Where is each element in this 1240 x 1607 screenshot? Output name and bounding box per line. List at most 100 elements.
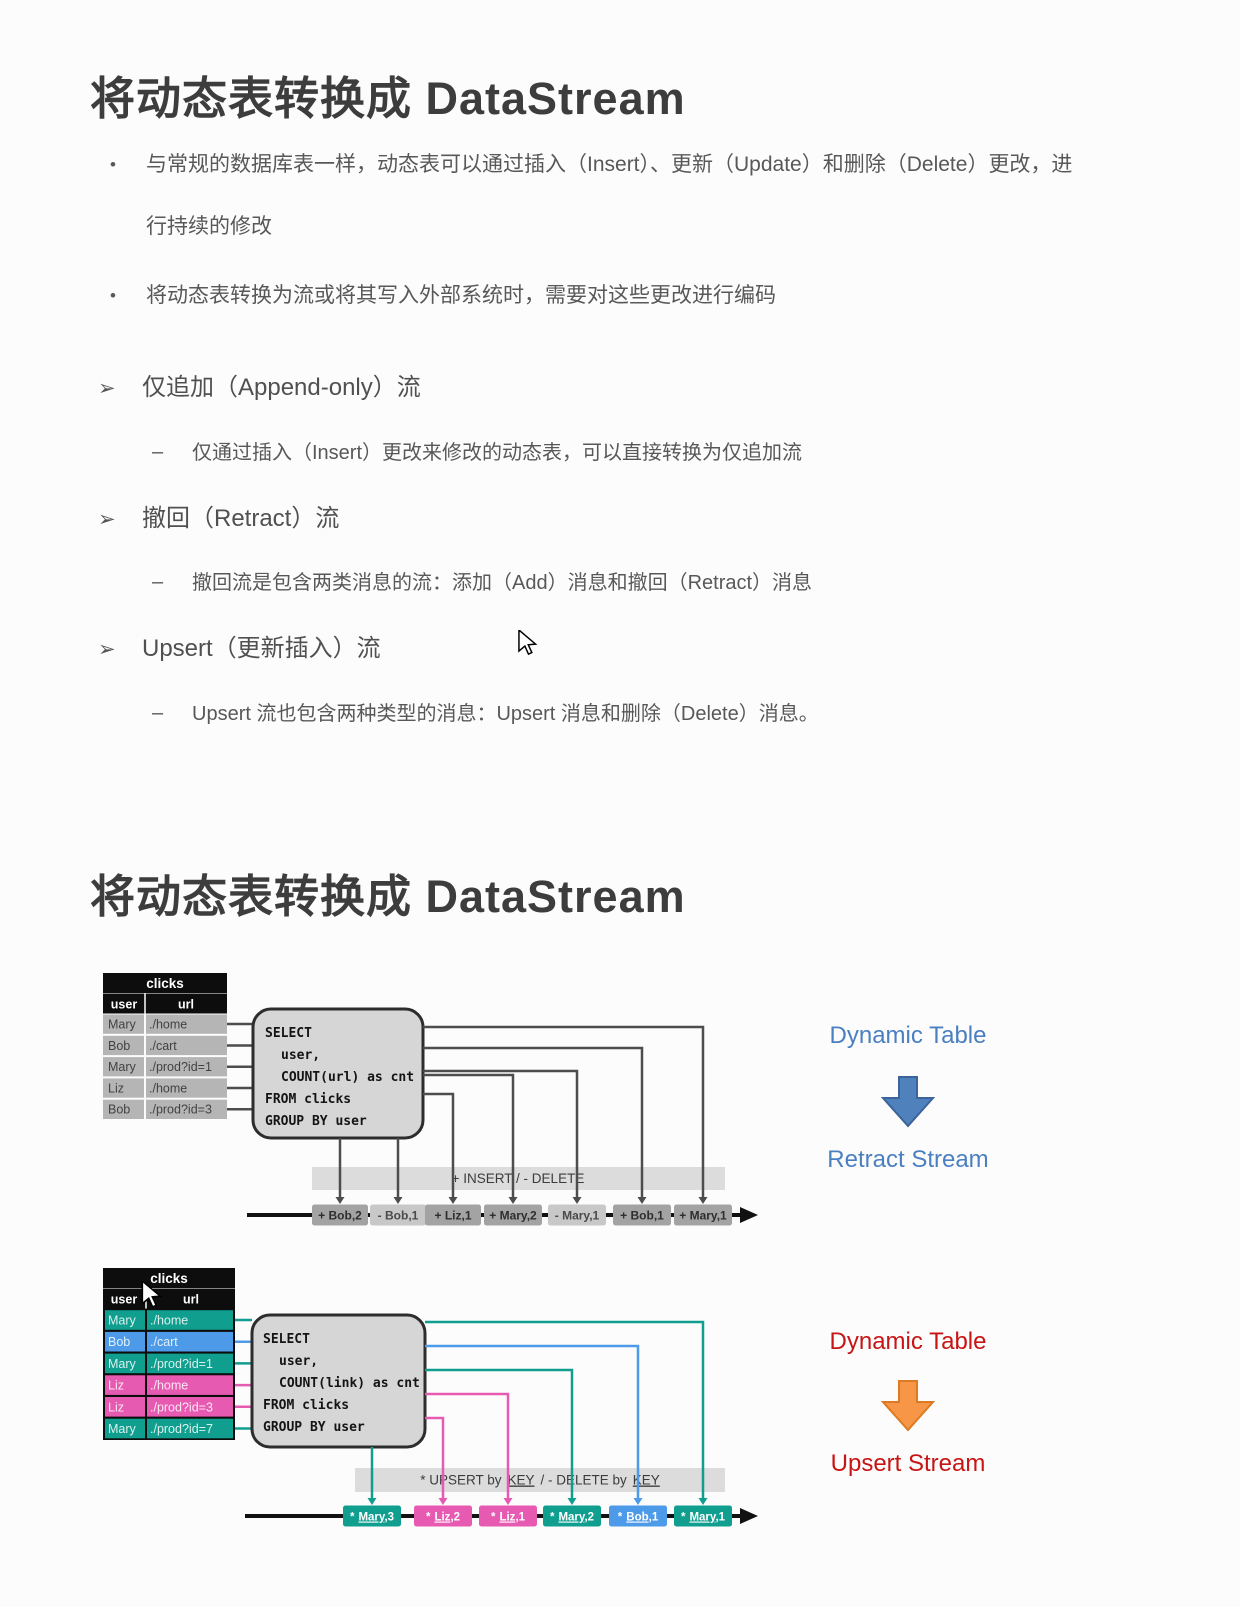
svg-text:*Mary,3: *Mary,3 [350, 1512, 394, 1524]
section-sub-text: Upsert 流也包含两种类型的消息：Upsert 消息和删除（Delete）消… [192, 703, 819, 725]
page-title-2: 将动态表转换成 DataStream [90, 871, 686, 923]
svg-text:Mary: Mary [108, 1018, 137, 1032]
svg-text:+ Liz,1: + Liz,1 [434, 1209, 471, 1223]
drop-arrowheads [335, 1197, 708, 1204]
insert-delete-band [312, 1167, 725, 1190]
svg-text:./home: ./home [149, 1018, 187, 1032]
section-sub-text: 仅通过插入（Insert）更改来修改的动态表，可以直接转换为仅追加流 [192, 442, 803, 464]
band-label: + INSERT / - DELETE [452, 1171, 585, 1186]
svg-text:+ Bob,1: + Bob,1 [620, 1209, 664, 1223]
arrow-bullet-icon: ➢ [98, 508, 116, 531]
svg-text:./cart: ./cart [149, 1039, 177, 1053]
svg-text:Mary: Mary [108, 1314, 137, 1328]
svg-text:GROUP BY user: GROUP BY user [265, 1114, 367, 1129]
svg-text:+ Mary,2: + Mary,2 [489, 1209, 537, 1223]
col-header-user: user [111, 998, 138, 1012]
svg-text:./home: ./home [149, 1081, 187, 1095]
retract-stream-diagram: + INSERT / - DELETE clicks user url Mary… [103, 973, 758, 1226]
down-arrow-blue-icon [881, 1076, 935, 1128]
dash-bullet: – [152, 702, 164, 724]
section-sub: – 仅通过插入（Insert）更改来修改的动态表，可以直接转换为仅追加流 [152, 440, 802, 466]
section-heading-text: Upsert（更新插入）流 [142, 635, 381, 662]
col-header-user: user [111, 1293, 138, 1307]
svg-text:*Bob,1: *Bob,1 [618, 1512, 659, 1524]
mouse-cursor-icon [141, 1281, 163, 1309]
clicks-table-1: clicks user url Mary ./home Bob ./cart M… [103, 973, 227, 1119]
arrow-bullet-icon: ➢ [98, 377, 116, 400]
svg-text:Mary: Mary [108, 1060, 137, 1074]
bullet-dot: • [110, 155, 116, 174]
retract-stream-label: Retract Stream [827, 1146, 989, 1173]
svg-text:GROUP BY user: GROUP BY user [263, 1420, 365, 1435]
svg-text:./home: ./home [150, 1379, 188, 1393]
svg-text:SELECT: SELECT [265, 1026, 312, 1041]
svg-text:Bob: Bob [108, 1039, 130, 1053]
svg-text:*Mary,2: *Mary,2 [550, 1512, 594, 1524]
section-heading: ➢ 撤回（Retract）流 [98, 504, 339, 534]
table-rows: Mary ./home Bob ./cart Mary ./prod?id=1 … [103, 1014, 227, 1119]
section-sub: – 撤回流是包含两类消息的流：添加（Add）消息和撤回（Retract）消息 [152, 570, 812, 596]
drop-arrowheads [367, 1498, 708, 1505]
svg-text:FROM clicks: FROM clicks [263, 1398, 349, 1413]
emission-lines [335, 1025, 708, 1204]
dash-bullet: – [152, 571, 164, 593]
svg-text:Mary: Mary [108, 1357, 137, 1371]
svg-text:- Mary,1: - Mary,1 [555, 1209, 600, 1223]
sql-query-box: SELECT user, COUNT(url) as cnt FROM clic… [251, 1007, 425, 1140]
svg-text:Liz: Liz [108, 1081, 124, 1095]
retract-stream-timeline: + Bob,2 - Bob,1 + Liz,1 + Mary,2 - Mary,… [247, 1204, 758, 1226]
svg-text:COUNT(url) as cnt: COUNT(url) as cnt [281, 1070, 414, 1085]
emission-lines [367, 1320, 708, 1505]
svg-text:./prod?id=1: ./prod?id=1 [149, 1060, 212, 1074]
mouse-cursor-icon [518, 630, 538, 656]
dynamic-table-label-1: Dynamic Table [829, 1022, 987, 1049]
bullet-dot: • [110, 286, 116, 305]
svg-text:Liz: Liz [108, 1379, 124, 1393]
table-rows: Mary ./home Bob ./cart Mary ./prod?id=1 … [105, 1308, 233, 1440]
svg-text:- Bob,1: - Bob,1 [378, 1209, 419, 1223]
stream-records: *Mary,3 *Liz,2 *Liz,1 *Mary,2 *Bob,1 *Ma… [343, 1505, 732, 1527]
down-arrow-orange-icon [881, 1380, 935, 1432]
upsert-stream-timeline: *Mary,3 *Liz,2 *Liz,1 *Mary,2 *Bob,1 *Ma… [245, 1505, 758, 1527]
svg-text:Liz: Liz [108, 1400, 124, 1414]
svg-text:./home: ./home [150, 1314, 188, 1328]
section-sub: – Upsert 流也包含两种类型的消息：Upsert 消息和删除（Delete… [152, 701, 819, 727]
table-title: clicks [146, 976, 184, 991]
svg-text:*Mary,1: *Mary,1 [681, 1512, 726, 1524]
svg-text:./prod?id=3: ./prod?id=3 [149, 1103, 212, 1117]
svg-text:Bob: Bob [108, 1103, 130, 1117]
dynamic-table-label-2: Dynamic Table [829, 1328, 987, 1355]
page-title: 将动态表转换成 DataStream [90, 73, 686, 125]
svg-text:./prod?id=1: ./prod?id=1 [150, 1357, 213, 1371]
svg-text:*Liz,1: *Liz,1 [491, 1512, 526, 1524]
svg-text:FROM clicks: FROM clicks [265, 1092, 351, 1107]
svg-text:user,: user, [281, 1048, 320, 1063]
svg-text:*Liz,2: *Liz,2 [426, 1512, 460, 1524]
svg-text:+ Bob,2: + Bob,2 [318, 1209, 362, 1223]
bullet-item: • 将动态表转换为流或将其写入外部系统时，需要对这些更改进行编码 [98, 265, 1088, 327]
timeline-arrowhead [740, 1508, 758, 1524]
svg-text:Mary: Mary [108, 1422, 137, 1436]
section-heading: ➢ Upsert（更新插入）流 [98, 634, 381, 664]
svg-text:Bob: Bob [108, 1335, 130, 1349]
col-header-url: url [183, 1293, 199, 1307]
table-to-query-connectors [235, 1318, 252, 1430]
svg-text:./prod?id=7: ./prod?id=7 [150, 1422, 213, 1436]
upsert-delete-band [355, 1468, 725, 1492]
bullet-item: • 与常规的数据库表一样，动态表可以通过插入（Insert）、更新（Update… [98, 134, 1088, 258]
upsert-stream-label: Upsert Stream [830, 1450, 986, 1477]
svg-text:./prod?id=3: ./prod?id=3 [150, 1400, 213, 1414]
table-title: clicks [150, 1271, 188, 1286]
arrow-bullet-icon: ➢ [98, 638, 116, 661]
section-sub-text: 撤回流是包含两类消息的流：添加（Add）消息和撤回（Retract）消息 [192, 572, 813, 594]
svg-text:SELECT: SELECT [263, 1332, 310, 1347]
svg-text:user,: user, [279, 1354, 318, 1369]
col-header-url: url [178, 998, 194, 1012]
stream-records: + Bob,2 - Bob,1 + Liz,1 + Mary,2 - Mary,… [312, 1204, 732, 1226]
svg-text:./cart: ./cart [150, 1335, 178, 1349]
clicks-table-2: clicks user url Mary ./home Bob ./cart M… [103, 1268, 235, 1440]
svg-text:+ Mary,1: + Mary,1 [679, 1209, 727, 1223]
